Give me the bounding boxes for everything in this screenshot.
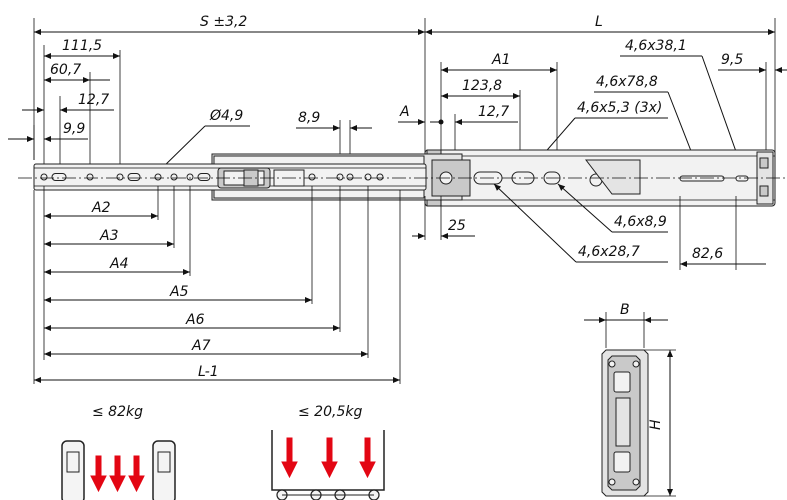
width-b-label: B [620,302,630,318]
slot-78-8-label: 4,6x78,8 [596,74,658,90]
inner-member-holes [40,173,384,181]
height-h-label: H [648,419,664,430]
slot-5-3-label: 4,6x5,3 (3x) [577,100,662,116]
slot-28-7-label: 4,6x28,7 [578,244,640,260]
dimension-123-8: 123,8 [441,78,521,160]
dimension-60-7-label: 60,7 [50,62,81,78]
dimension-8-9-label: 8,9 [298,110,320,126]
dimension-12-7-left-label: 12,7 [78,92,109,108]
hole-diameter-label: Ø4,9 [209,108,243,124]
dimension-a5-label: A5 [169,284,189,300]
dimension-9-5-label: 9,5 [721,52,743,68]
load-arrow-icon [90,455,145,493]
dimension-a2-label: A2 [91,200,111,216]
dimension-82-6-label: 82,6 [692,246,723,262]
load-icon-20-5kg: ≤ 20,5kg [271,404,385,500]
slot-38-1-label: 4,6x38,1 [625,38,687,54]
dimension-s: S ±3,2 [33,14,426,160]
dimension-8-9: 8,9 [296,110,372,176]
dimension-a6-label: A6 [185,312,205,328]
dimension-25: 25 [412,196,475,240]
dimension-stack-a: A2 A3 A4 A5 A6 A7 L-1 [33,186,401,384]
dimension-a3-label: A3 [99,228,118,244]
dimension-a1: A1 [440,52,558,160]
dimension-12-7-right-label: 12,7 [478,104,509,120]
slot-28-7-callout: 4,6x28,7 [493,183,668,263]
dimension-l1-label: L-1 [198,364,219,380]
dimension-82-6: 82,6 [679,196,766,270]
dimension-9-5: 9,5 [718,52,787,160]
cross-section-view: B H [584,302,676,497]
dimension-a7-label: A7 [191,338,211,354]
load-20-5kg-label: ≤ 20,5kg [298,404,362,420]
slot-8-9-callout: 4,6x8,9 [557,183,668,233]
slide-profile-left-icon [61,440,85,500]
slot-8-9-label: 4,6x8,9 [614,214,667,230]
dimension-a-label: A [399,104,410,120]
slide-profile-icon [276,489,380,500]
dimension-123-8-label: 123,8 [462,78,502,94]
load-arrow-icon [281,437,376,479]
dimension-25-label: 25 [448,218,466,234]
load-82kg-label: ≤ 82kg [92,404,143,420]
dimension-l: L [425,14,776,160]
dimension-9-9: 9,9 [8,121,88,160]
slot-5-3-callout: 4,6x5,3 (3x) [527,100,668,173]
dimension-111-5-label: 111,5 [62,38,102,54]
dimension-a1-label: A1 [491,52,510,68]
dimension-12-7-left: 12,7 [22,92,114,176]
dimension-9-9-label: 9,9 [63,121,85,137]
dimension-60-7: 60,7 [44,62,110,176]
dimension-a4-label: A4 [109,256,128,272]
dimension-s-label: S ±3,2 [200,14,247,30]
slide-profile-right-icon [152,440,176,500]
load-icon-82kg: ≤ 82kg [61,404,176,500]
dimension-l-label: L [595,14,603,30]
